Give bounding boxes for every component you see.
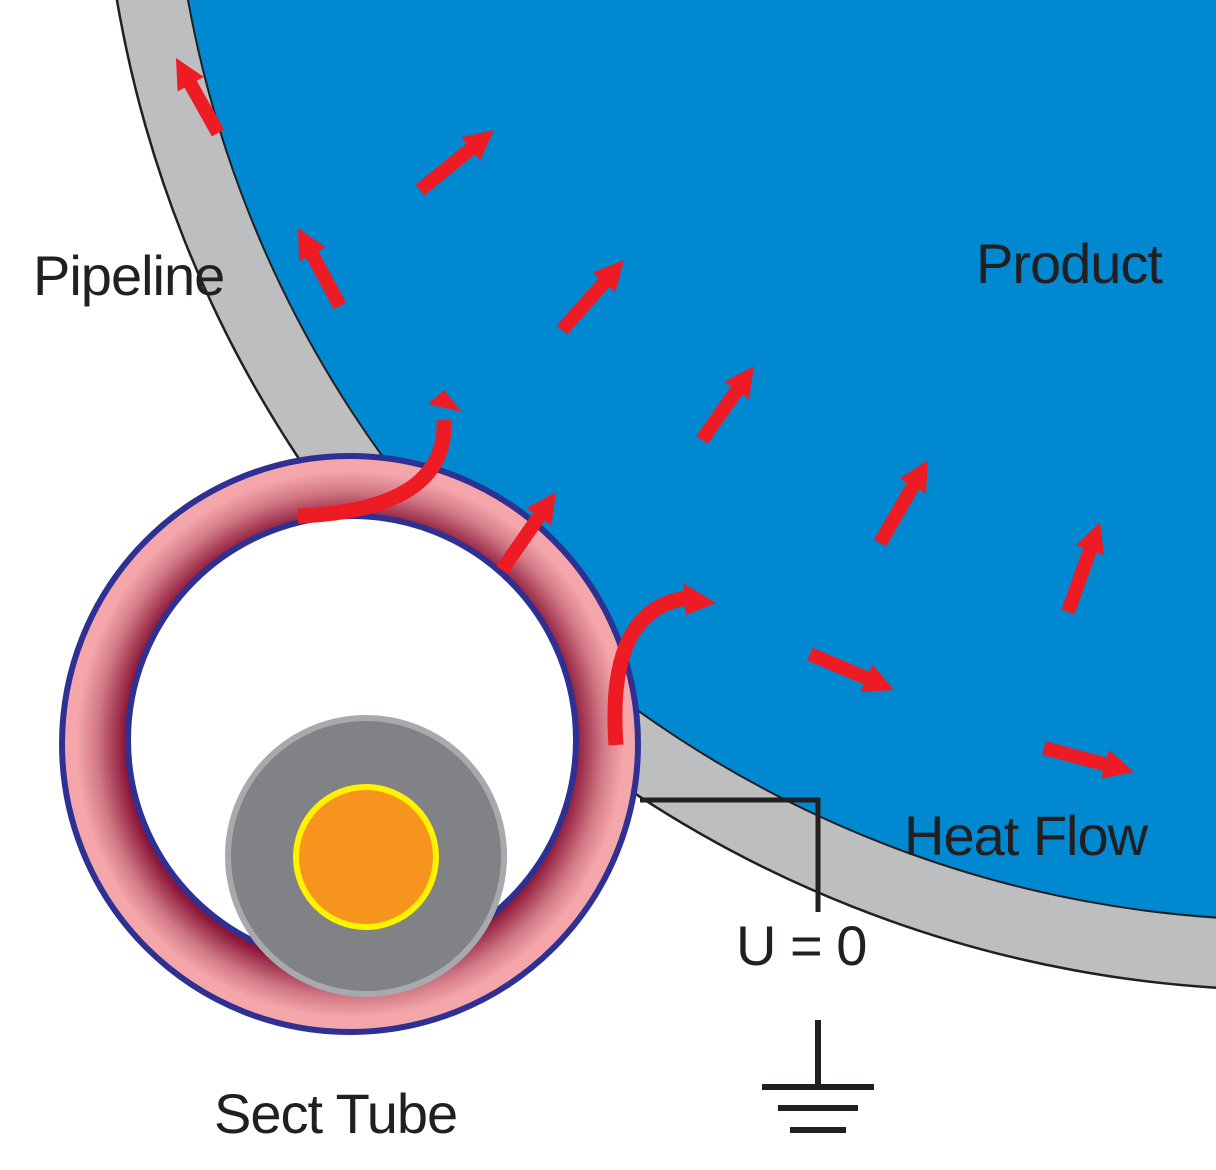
voltage-label: U = 0 [736, 914, 867, 977]
heat-flow-arrow-shaft-9 [807, 647, 872, 686]
tube-outer-outline [59, 453, 641, 1035]
curved-heat-arrows [297, 390, 716, 746]
heat-flow-arrow-head-7 [1075, 522, 1105, 556]
heat-flow-arrow-head-2 [298, 228, 326, 262]
heat-flow-arrow-head-8 [526, 492, 556, 526]
heater-core [293, 784, 439, 930]
curved-heat-arrow-right [607, 590, 690, 746]
sect-tube [59, 453, 641, 1035]
heat-flow-arrow-head-4 [592, 260, 624, 293]
curved-heat-arrow-left [297, 419, 452, 524]
heat-flow-arrow-shaft-5 [696, 384, 744, 445]
heat-flow-arrow-head-3 [461, 130, 494, 161]
heat-flow-arrow-shaft-6 [873, 480, 921, 547]
heat-flow-arrow-head-9 [860, 664, 894, 692]
pipeline-label: Pipeline [33, 244, 225, 307]
heat-flow-arrow-shaft-2 [305, 249, 347, 310]
heat-flow-arrow-head-5 [724, 366, 754, 400]
sect-tube-label: Sect Tube [214, 1082, 458, 1145]
ground-wire [640, 797, 821, 912]
heat-flow-arrows [176, 58, 1134, 779]
heat-flow-arrow-shaft-7 [1061, 546, 1098, 615]
heat-flow-arrow-shaft-1 [183, 79, 225, 137]
heat-flow-arrow-shaft-3 [415, 142, 477, 196]
heat-flow-arrow-shaft-10 [1042, 741, 1109, 772]
product-fill [187, 0, 1216, 919]
heat-flow-label: Heat Flow [904, 804, 1148, 867]
product-label: Product [976, 232, 1163, 295]
curved-heat-arrow-right-head [683, 583, 716, 615]
heat-flow-arrow-shaft-4 [556, 276, 611, 335]
ground-symbol [762, 1020, 874, 1133]
heat-flow-arrow-shaft-8 [496, 511, 546, 574]
heat-flow-arrow-head-1 [176, 58, 204, 92]
heat-flow-arrow-head-6 [899, 460, 928, 494]
heat-flow-arrow-head-10 [1101, 749, 1134, 779]
curved-heat-arrow-left-head [428, 390, 462, 412]
